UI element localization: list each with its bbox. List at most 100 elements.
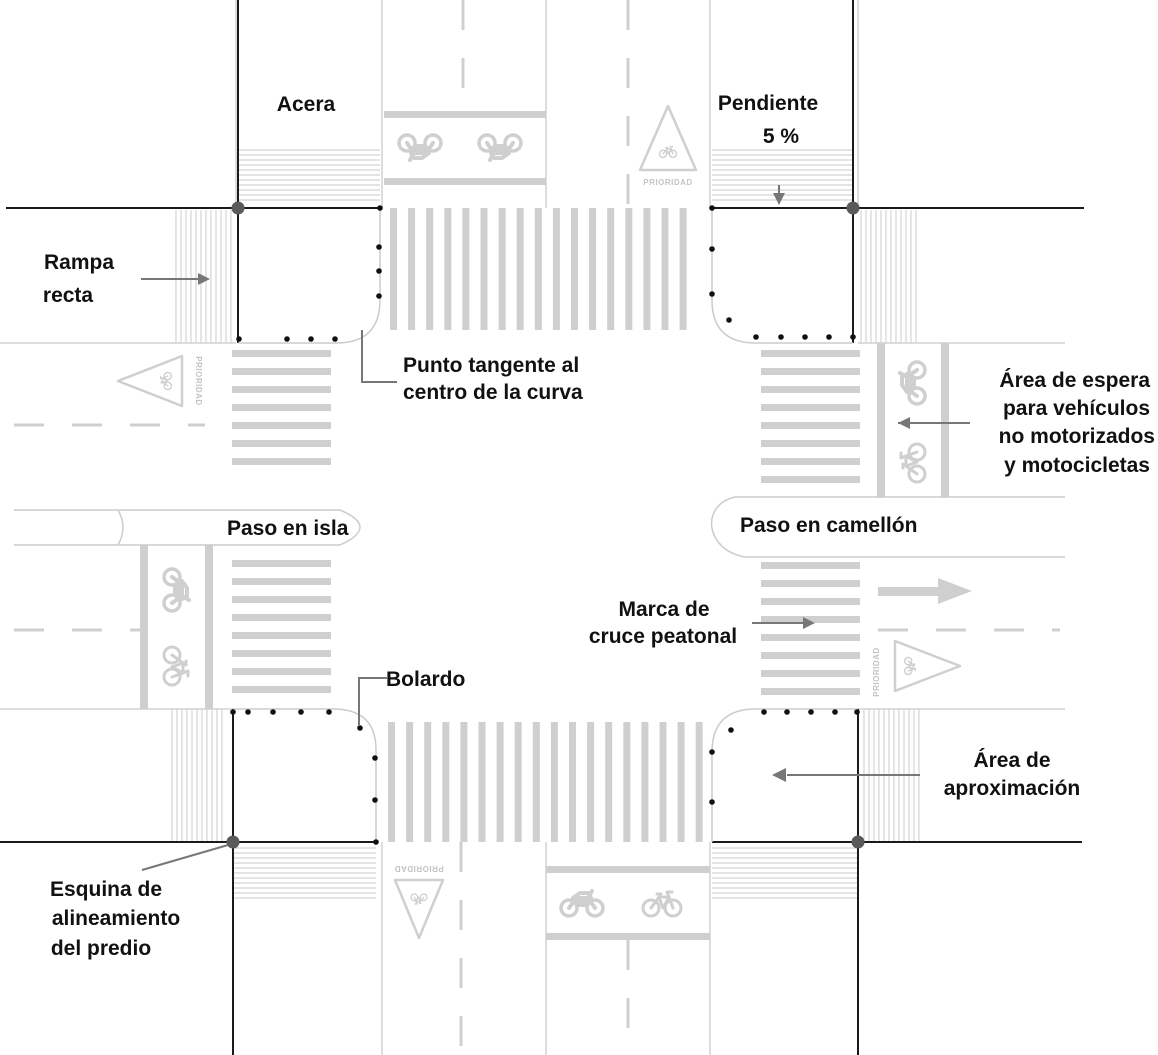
zebra-stripe: [695, 722, 703, 842]
zebra-stripe: [761, 440, 860, 447]
bollard-dot: [709, 799, 715, 805]
bollard-dot: [376, 244, 382, 250]
median-island-west: [14, 509, 361, 546]
bollard-dot: [373, 839, 379, 845]
zebra-stripe: [232, 440, 331, 447]
label-area-espera-4: y motocicletas: [1004, 454, 1150, 477]
zebra-stripe: [761, 598, 860, 605]
zebra-stripe: [462, 208, 470, 330]
zebra-stripe: [232, 350, 331, 357]
motorcycle-icon: [477, 133, 523, 162]
zebra-stripe: [552, 208, 560, 330]
bollard-dot: [728, 727, 734, 733]
zebra-stripe: [232, 368, 331, 375]
property-corners: [226, 201, 865, 849]
bollard-dot: [377, 205, 383, 211]
bollard-dot: [784, 709, 790, 715]
bollard-dot: [709, 291, 715, 297]
bollard-dot: [850, 334, 856, 340]
bollard-dot: [753, 334, 759, 340]
label-acera: Acera: [277, 93, 336, 116]
zebra-stripe: [761, 616, 860, 623]
priority-sign-south: PRIORIDAD: [393, 864, 445, 940]
label-bolardo: Bolardo: [386, 668, 465, 691]
motorcycle-icon: [898, 360, 927, 406]
zebra-stripe: [514, 722, 522, 842]
zebra-stripe: [424, 722, 432, 842]
zebra-stripe: [761, 670, 860, 677]
crosswalk-west-lower: [232, 560, 331, 693]
zebra-stripe: [406, 722, 414, 842]
label-marca-2: cruce peatonal: [589, 625, 737, 648]
priority-sign-east: PRIORIDAD: [872, 639, 962, 697]
bollard-dot: [854, 709, 860, 715]
label-paso-camellon: Paso en camellón: [740, 514, 917, 537]
zebra-stripe: [232, 386, 331, 393]
label-rampa-recta: recta: [43, 284, 94, 307]
zebra-stripe: [677, 722, 685, 842]
bollard-dot: [270, 709, 276, 715]
zebra-stripe: [232, 668, 331, 675]
zebra-stripe: [232, 404, 331, 411]
label-esquina-1: Esquina de: [50, 878, 162, 901]
zebra-stripe: [571, 208, 578, 330]
bollard-dot: [832, 709, 838, 715]
zebra-stripe: [761, 652, 860, 659]
priority-text: PRIORIDAD: [643, 178, 692, 187]
zebra-stripe: [761, 634, 860, 641]
priority-sign-north: PRIORIDAD: [638, 104, 698, 187]
bollard-dot: [245, 709, 251, 715]
zebra-stripe: [532, 722, 540, 842]
priority-text: PRIORIDAD: [394, 864, 443, 873]
bicycle-icon: [641, 890, 683, 918]
zebra-stripe: [232, 422, 331, 429]
bollard-dot: [709, 749, 715, 755]
zebra-stripe: [550, 722, 558, 842]
bicycle-icon: [658, 145, 678, 159]
zebra-stripe: [589, 208, 597, 330]
zebra-stripe: [761, 386, 860, 393]
zebra-stripe: [232, 632, 331, 639]
crosswalk-west-upper: [232, 350, 331, 465]
zebra-stripe: [390, 208, 397, 330]
crosswalk-east-upper: [761, 350, 860, 483]
zebra-stripe: [516, 208, 524, 330]
bollard-dot: [372, 797, 378, 803]
bollard-dot: [308, 336, 314, 342]
bollard-dot: [778, 334, 784, 340]
bollard-dot: [802, 334, 808, 340]
zebra-stripe: [569, 722, 576, 842]
leader-arrowheads: [198, 193, 910, 782]
bicycle-icon: [899, 442, 927, 484]
bollard-dot: [709, 246, 715, 252]
bicycle-icon: [162, 645, 190, 687]
bollard-dot: [376, 293, 382, 299]
zebra-stripe: [625, 208, 633, 330]
bollard-dot: [357, 725, 363, 731]
zebra-stripe: [659, 722, 667, 842]
bollard-dot: [726, 317, 732, 323]
curb-lines: [0, 0, 1084, 1055]
crosswalk-east-lower: [761, 562, 860, 695]
zebra-stripe: [761, 404, 860, 411]
label-area-espera-2: para vehículos: [1003, 397, 1150, 420]
zebra-stripe: [408, 208, 416, 330]
label-area-espera-1: Área de espera: [999, 369, 1150, 392]
label-pendiente: Pendiente: [718, 92, 818, 115]
zebra-stripe: [607, 208, 615, 330]
waiting-box-north: [384, 111, 546, 185]
label-area-espera-3: no motorizados: [999, 425, 1155, 448]
zebra-stripe: [388, 722, 395, 842]
label-esquina-3: del predio: [51, 937, 151, 960]
crosswalk-north: [390, 208, 687, 330]
label-paso-isla: Paso en isla: [227, 517, 349, 540]
bollard-dot: [709, 205, 715, 211]
zebra-stripe: [679, 208, 687, 330]
bollard-dot: [808, 709, 814, 715]
zebra-stripe: [444, 208, 452, 330]
zebra-stripe: [761, 368, 860, 375]
zebra-stripe: [480, 208, 488, 330]
zebra-stripe: [761, 688, 860, 695]
zebra-stripe: [232, 596, 331, 603]
